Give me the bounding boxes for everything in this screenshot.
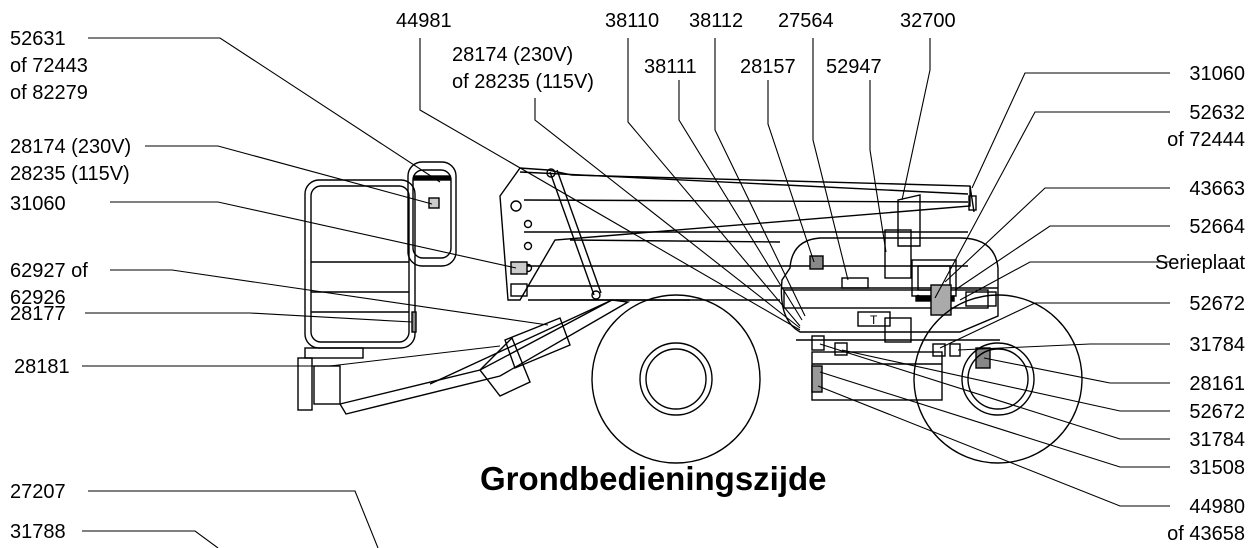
label-52631-line2: of 72443 [10,55,88,77]
jib-arm [338,299,690,415]
label-52632-line2: of 72444 [1167,129,1245,151]
label-28174-top-line1: 28174 (230V) [452,44,573,66]
label-52631-line1: 52631 [10,28,66,50]
label-52672-bottom: 52672 [1189,401,1245,423]
leader-lines [82,37,1170,548]
label-28181: 28181 [14,356,70,378]
platform-control-box [407,161,457,267]
platform-basket [297,179,417,411]
label-62927-line1: 62927 of [10,260,88,282]
label-52947: 52947 [826,56,882,78]
label-28174-left-line1: 28174 (230V) [10,136,131,158]
label-52672-top: 52672 [1189,293,1245,315]
label-27564: 27564 [778,10,834,32]
svg-text:T: T [870,313,878,327]
label-44981: 44981 [396,10,452,32]
label-28161: 28161 [1189,373,1245,395]
label-27207: 27207 [10,481,66,503]
label-31784-top: 31784 [1189,334,1245,356]
label-44980-line1: 44980 [1189,496,1245,518]
label-28174-left-line2: 28235 (115V) [10,163,130,185]
label-43663: 43663 [1189,178,1245,200]
label-31784-bottom: 31784 [1189,429,1245,451]
label-52664: 52664 [1189,216,1245,238]
label-62927-line2: 62926 [10,287,66,309]
front-wheel [913,294,1083,464]
chassis [811,335,991,401]
label-serieplaat: Serieplaat [1155,252,1246,274]
label-38111: 38111 [644,56,697,78]
label-31060-left: 31060 [10,193,66,215]
label-38112: 38112 [689,10,743,32]
main-boom [499,167,971,301]
label-52631-line3: of 82279 [10,82,88,104]
lift-cylinder [546,168,602,300]
callout-labels: 44981 38110 38112 27564 32700 28174 (230… [10,10,1245,545]
label-44980-line2: of 43658 [1167,523,1245,545]
turntable: T [780,185,1000,343]
label-28157: 28157 [740,56,796,78]
diagram-title: Grondbedieningszijde [480,460,827,497]
label-31508: 31508 [1189,457,1245,479]
label-32700: 32700 [900,10,956,32]
label-52632-line1: 52632 [1189,102,1245,124]
label-31788: 31788 [10,521,66,543]
label-28177: 28177 [10,303,66,325]
boom-lift-drawing: T [297,161,1083,464]
label-31060-right: 31060 [1189,63,1245,85]
rear-wheel [591,294,761,464]
label-38110: 38110 [605,10,659,32]
label-28174-top-line2: of 28235 (115V) [452,71,594,93]
